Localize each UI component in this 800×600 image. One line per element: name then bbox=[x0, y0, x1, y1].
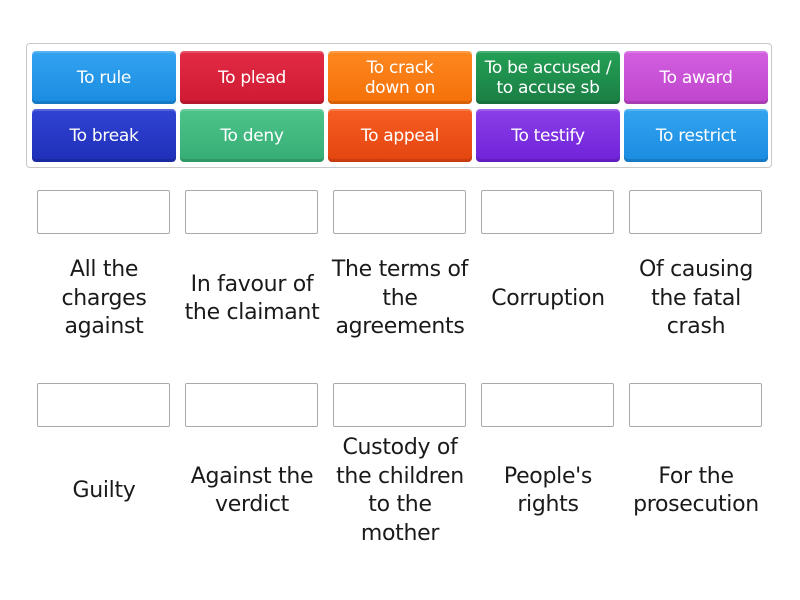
tile-label: To be accused / to accuse sb bbox=[484, 57, 612, 98]
answer-slot-2[interactable] bbox=[185, 190, 318, 234]
answer-slot-10[interactable] bbox=[629, 383, 762, 427]
answer-slot-1[interactable] bbox=[37, 190, 170, 234]
answer-slot-3[interactable] bbox=[333, 190, 466, 234]
clue-text: Guilty bbox=[72, 477, 136, 503]
answer-slot-7[interactable] bbox=[185, 383, 318, 427]
clue-text: For the prosecution bbox=[633, 463, 759, 518]
answer-slot-6[interactable] bbox=[37, 383, 170, 427]
tile-to-award[interactable]: To award bbox=[624, 51, 768, 104]
tile-to-plead[interactable]: To plead bbox=[180, 51, 324, 104]
clue-text: All the charges against bbox=[61, 257, 147, 340]
clue-text: Custody of the children to the mother bbox=[336, 435, 464, 546]
answer-slot-9[interactable] bbox=[481, 383, 614, 427]
tile-to-crack-down-on[interactable]: To crack down on bbox=[328, 51, 472, 104]
tile-to-rule[interactable]: To rule bbox=[32, 51, 176, 104]
tile-label: To appeal bbox=[360, 125, 440, 146]
tile-label: To award bbox=[659, 67, 733, 88]
clue-text: Corruption bbox=[491, 285, 605, 311]
answer-slot-4[interactable] bbox=[481, 190, 614, 234]
tile-label: To testify bbox=[511, 125, 585, 146]
tile-label: To plead bbox=[217, 67, 287, 88]
tile-label: To break bbox=[69, 125, 139, 146]
tile-to-break[interactable]: To break bbox=[32, 109, 176, 162]
clue-text: The terms of the agreements bbox=[331, 257, 469, 340]
tile-to-testify[interactable]: To testify bbox=[476, 109, 620, 162]
tile-to-restrict[interactable]: To restrict bbox=[624, 109, 768, 162]
clue-text: Against the verdict bbox=[190, 463, 314, 518]
clue-text: People's rights bbox=[503, 463, 593, 518]
tile-label: To rule bbox=[76, 67, 132, 88]
tile-label: To deny bbox=[220, 125, 284, 146]
answer-slot-8[interactable] bbox=[333, 383, 466, 427]
tile-label: To crack down on bbox=[364, 57, 436, 98]
clue-text: Of causing the fatal crash bbox=[638, 257, 754, 340]
clue-text: In favour of the claimant bbox=[184, 271, 320, 326]
answer-slot-5[interactable] bbox=[629, 190, 762, 234]
tile-label: To restrict bbox=[655, 125, 737, 146]
tile-to-deny[interactable]: To deny bbox=[180, 109, 324, 162]
tile-to-appeal[interactable]: To appeal bbox=[328, 109, 472, 162]
tile-to-be-accused[interactable]: To be accused / to accuse sb bbox=[476, 51, 620, 104]
